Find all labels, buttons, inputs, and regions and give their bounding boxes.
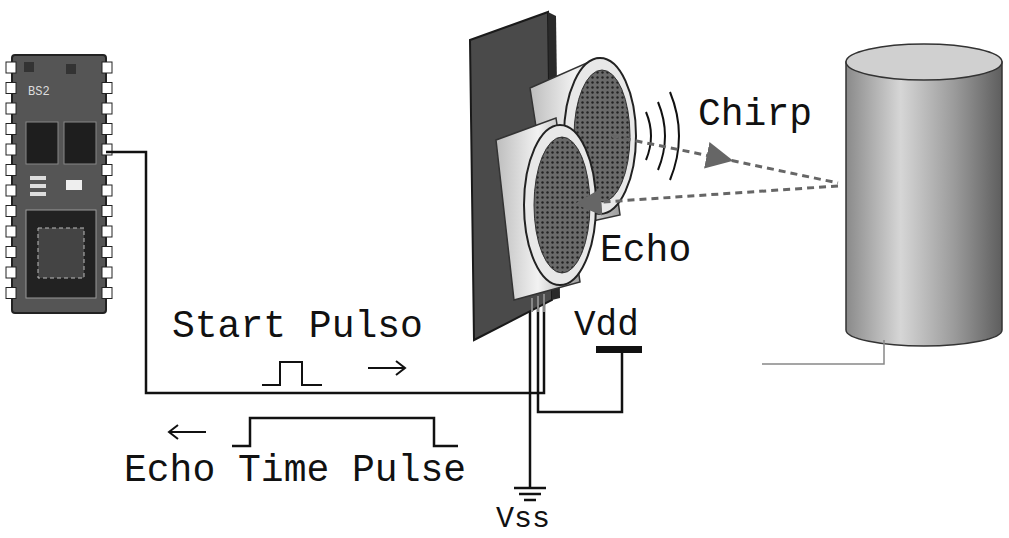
module-pin [102, 144, 112, 155]
module-part [30, 184, 46, 188]
module-chip [38, 228, 84, 278]
module-pin [102, 288, 112, 299]
module-pin [102, 83, 112, 94]
transducer-face [524, 125, 596, 285]
cylinder-top [846, 44, 1002, 80]
module-pin [6, 185, 16, 196]
cylinder-body [846, 62, 1002, 346]
module-pins [6, 62, 112, 299]
module-chip [26, 210, 96, 298]
chirp-path [720, 158, 838, 183]
module-pin [6, 103, 16, 114]
direction-arrow [368, 361, 405, 375]
transducer-mesh [534, 137, 590, 273]
echo-pulse-symbol [232, 418, 458, 446]
module-part [30, 176, 46, 180]
module-pin [102, 267, 112, 278]
module-chip [64, 122, 96, 164]
module-pin [6, 226, 16, 237]
module-chip [66, 64, 76, 74]
module-pin [102, 165, 112, 176]
vdd-terminal [596, 346, 642, 353]
pin-name: Vss [496, 504, 550, 534]
module-pin [6, 144, 16, 155]
module-pin [6, 206, 16, 217]
module-board [12, 55, 106, 313]
pin-name: Vdd [574, 308, 639, 344]
module-pin [6, 267, 16, 278]
module-pin [6, 247, 16, 258]
module-pin [102, 247, 112, 258]
start-pulse-symbol [262, 362, 322, 385]
ping-sensor [470, 12, 636, 340]
module-chip [24, 62, 34, 72]
leader-line [762, 340, 884, 364]
module-pin [102, 185, 112, 196]
signal-name: Chirp [698, 96, 812, 134]
module-part [30, 192, 46, 196]
module-pin [102, 226, 112, 237]
module-pin [6, 83, 16, 94]
module-pin [6, 124, 16, 135]
signal-name: Echo [600, 232, 691, 270]
sound-waves [646, 92, 679, 180]
module-pin [102, 124, 112, 135]
module-part [66, 180, 82, 190]
module-pin [6, 165, 16, 176]
target-cylinder [762, 44, 1002, 364]
echo-path [588, 186, 838, 203]
module-pin [102, 103, 112, 114]
module-pin [102, 206, 112, 217]
signal-name: Start Pulso [172, 308, 423, 346]
signal-name: Echo Time Pulse [124, 452, 466, 490]
bs2-module [6, 55, 112, 313]
module-pin [6, 62, 16, 73]
module-pin [6, 288, 16, 299]
direction-arrow [169, 425, 206, 439]
chirp-path [612, 136, 720, 158]
module-name: BS2 [28, 86, 50, 98]
vss-wire [529, 300, 532, 488]
ground-symbol [514, 488, 546, 500]
module-chip [26, 122, 58, 164]
module-pin [102, 62, 112, 73]
